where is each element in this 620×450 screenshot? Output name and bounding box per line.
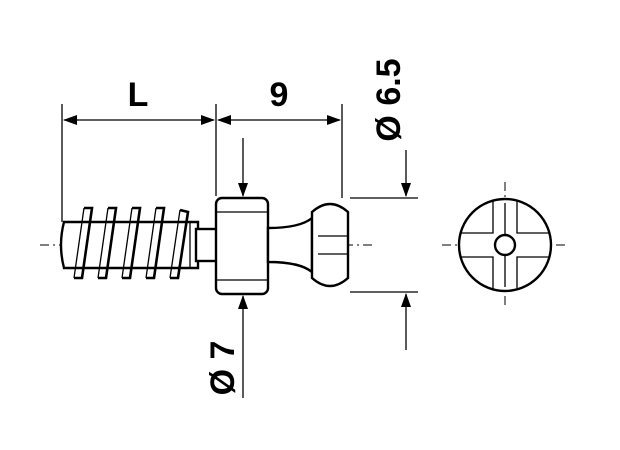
dimension-collar-diameter: Ø 7 <box>204 138 248 398</box>
connector-bolt-side-view <box>40 196 372 296</box>
dimension-length: L <box>61 76 215 222</box>
head-diameter-label: Ø 6.5 <box>370 58 408 141</box>
connector-head-end-view <box>442 182 568 308</box>
shank-neck <box>194 227 220 263</box>
head-center-boss <box>493 233 517 257</box>
threaded-shank <box>59 206 200 280</box>
head-neck <box>266 215 314 275</box>
bolt-head <box>310 202 350 288</box>
collar-width-label: 9 <box>270 76 289 114</box>
bolt-collar <box>214 196 270 296</box>
dimension-head-diameter: Ø 6.5 <box>350 58 418 350</box>
collar-diameter-label: Ø 7 <box>204 341 242 396</box>
dimension-collar-width: 9 <box>215 76 343 198</box>
length-label: L <box>128 76 149 114</box>
